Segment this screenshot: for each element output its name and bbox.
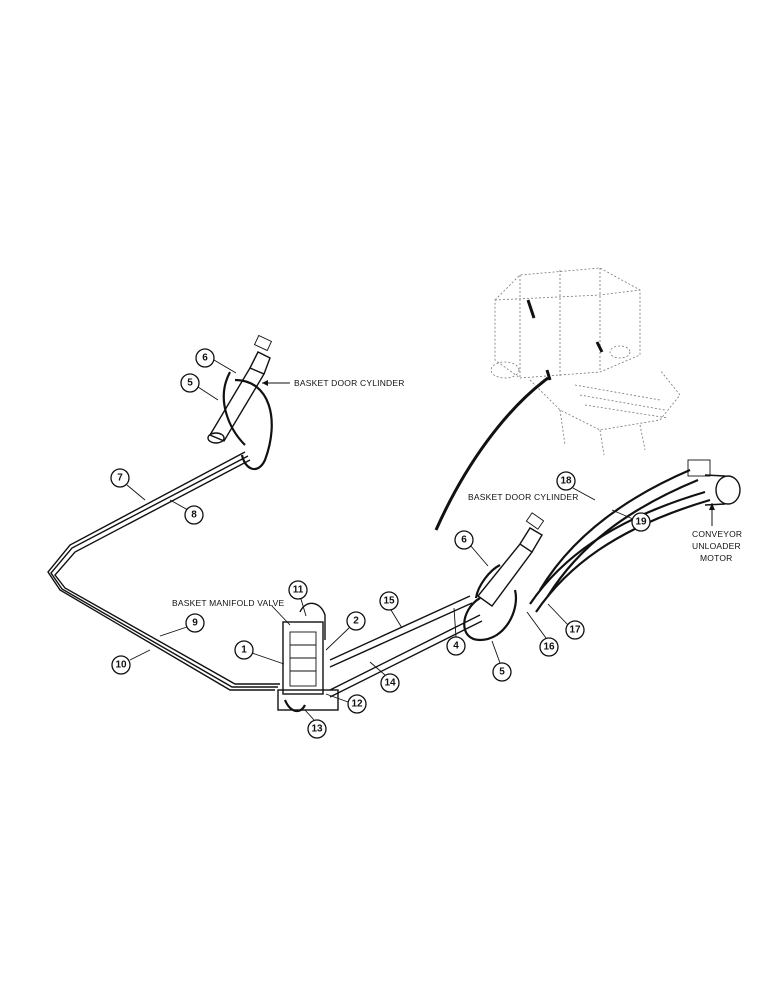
- middle-steel-lines: [329, 595, 483, 698]
- svg-text:9: 9: [192, 618, 198, 629]
- callout-4: [446, 636, 466, 656]
- svg-text:19: 19: [635, 517, 647, 528]
- label-basket-door-cylinder-top: BASKET DOOR CYLINDER: [294, 378, 405, 388]
- callout-1: [234, 640, 254, 660]
- callout-5-top: [180, 373, 200, 393]
- conveyor-motor-assembly: [529, 459, 741, 613]
- callout-12: [347, 694, 367, 714]
- callout-2: [346, 611, 366, 631]
- machine-leader-hose: [434, 376, 549, 531]
- label-conveyor: CONVEYOR: [692, 529, 742, 539]
- svg-text:12: 12: [351, 699, 363, 710]
- callout-15: [379, 591, 399, 611]
- manifold-valve: [277, 602, 339, 713]
- svg-text:6: 6: [202, 353, 208, 364]
- label-basket-door-cylinder-right: BASKET DOOR CYLINDER: [468, 492, 579, 502]
- left-steel-lines: [47, 451, 280, 691]
- svg-text:5: 5: [499, 667, 505, 678]
- callout-11: [288, 580, 308, 600]
- callout-13: [307, 719, 327, 739]
- label-unloader: UNLOADER: [692, 541, 741, 551]
- svg-text:5: 5: [187, 378, 193, 389]
- callout-9: [185, 613, 205, 633]
- svg-text:1: 1: [241, 645, 247, 656]
- svg-text:4: 4: [453, 641, 459, 652]
- svg-text:14: 14: [384, 678, 396, 689]
- label-basket-manifold-valve: BASKET MANIFOLD VALVE: [172, 598, 285, 608]
- callout-19: [631, 512, 651, 532]
- callouts: 6 5 7 8 9 10 1 11 2 12: [110, 348, 651, 739]
- callout-6-top: [195, 348, 215, 368]
- top-cylinder-assembly: [207, 334, 290, 471]
- svg-text:6: 6: [461, 535, 467, 546]
- callout-8: [184, 505, 204, 525]
- svg-text:7: 7: [117, 473, 123, 484]
- svg-text:10: 10: [115, 660, 127, 671]
- callout-17: [565, 620, 585, 640]
- svg-text:17: 17: [569, 625, 581, 636]
- callout-18: [556, 471, 576, 491]
- callout-5-right: [492, 662, 512, 682]
- callout-7: [110, 468, 130, 488]
- callout-6-right: [454, 530, 474, 550]
- right-cylinder-assembly: [463, 512, 545, 642]
- machine-outline: [490, 267, 681, 456]
- svg-text:11: 11: [293, 585, 304, 596]
- svg-text:16: 16: [543, 642, 555, 653]
- callout-16: [539, 637, 559, 657]
- svg-text:8: 8: [191, 510, 197, 521]
- svg-text:13: 13: [311, 724, 323, 735]
- svg-text:15: 15: [383, 596, 395, 607]
- label-motor: MOTOR: [700, 553, 732, 563]
- svg-text:2: 2: [353, 616, 359, 627]
- svg-text:18: 18: [560, 476, 572, 487]
- callout-10: [111, 655, 131, 675]
- callout-14: [380, 673, 400, 693]
